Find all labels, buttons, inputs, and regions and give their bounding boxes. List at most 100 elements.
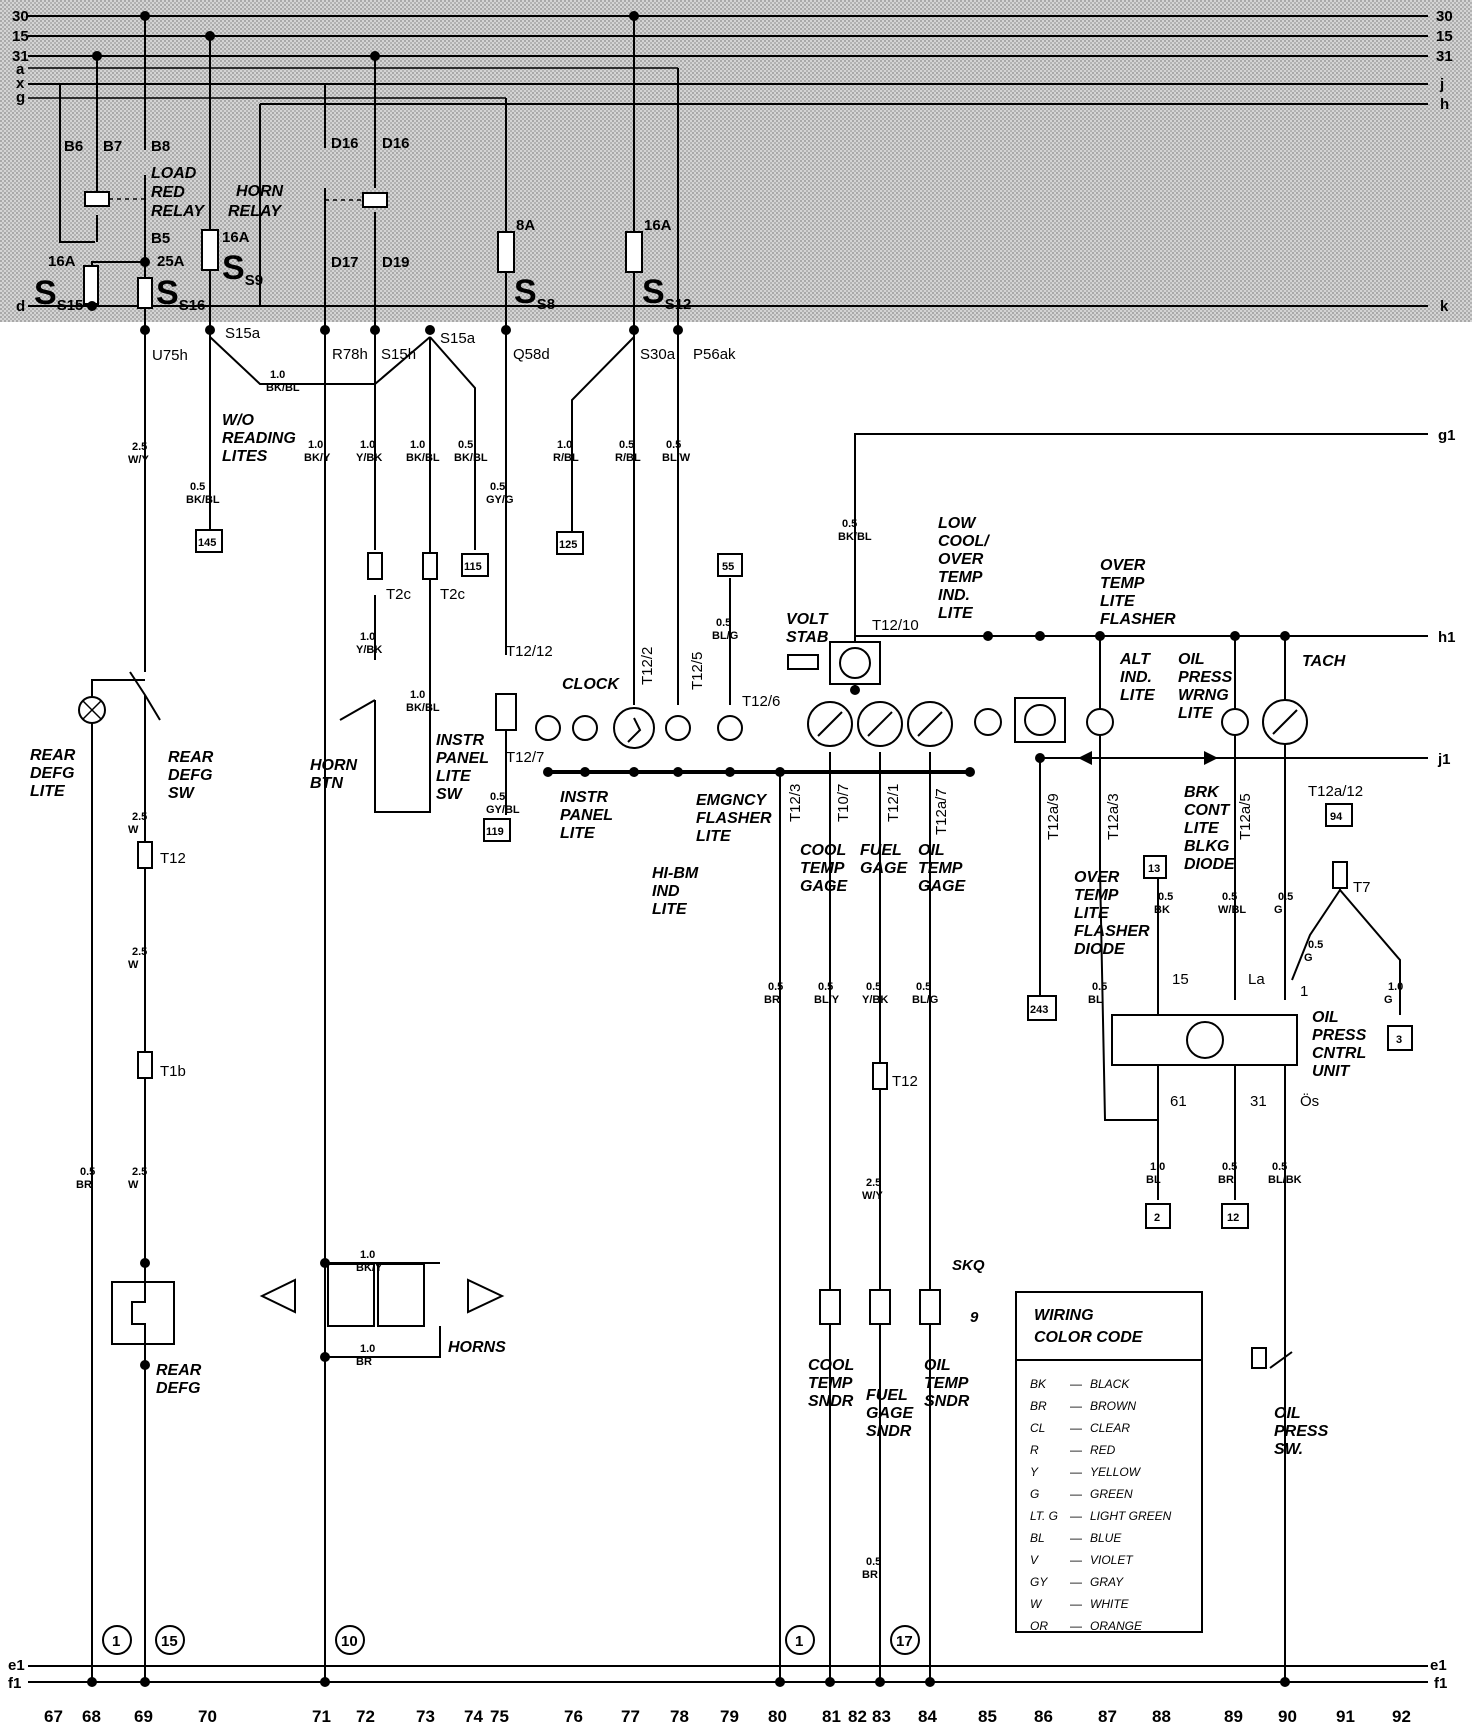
legend-color-name: ORANGE [1090, 1619, 1143, 1633]
svg-text:0.5BK/BL: 0.5BK/BL [186, 481, 220, 506]
svg-text:79: 79 [720, 1707, 739, 1726]
bus-labels-right: 30 15 31 j h k [1436, 8, 1453, 315]
legend-code: BR [1030, 1399, 1047, 1413]
svg-text:T12/12: T12/12 [506, 643, 553, 660]
svg-text:0.5BL/BK: 0.5BL/BK [1268, 1161, 1302, 1186]
reference-boxes: 145 115 125 55 119 243 13 94 3 2 12 [195, 529, 1413, 1229]
svg-text:15: 15 [1172, 971, 1189, 988]
svg-text:T2c: T2c [386, 586, 412, 603]
legend-code: Y [1030, 1465, 1039, 1479]
component-symbols [78, 552, 1348, 1370]
svg-text:2.5W: 2.5W [128, 946, 147, 971]
svg-text:0.5GY/BL: 0.5GY/BL [486, 791, 520, 816]
svg-text:1.0BK/BL: 1.0BK/BL [406, 689, 440, 714]
legend-code: CL [1030, 1421, 1045, 1435]
svg-text:85: 85 [978, 1707, 997, 1726]
legend-dash: — [1070, 1575, 1082, 1589]
rear-defg-element [111, 1281, 175, 1345]
svg-text:30: 30 [1436, 8, 1453, 25]
svg-text:25A: 25A [157, 253, 185, 270]
svg-text:90: 90 [1278, 1707, 1297, 1726]
svg-text:B6: B6 [64, 138, 83, 155]
svg-text:80: 80 [768, 1707, 787, 1726]
svg-text:T12a/7: T12a/7 [933, 788, 950, 835]
svg-text:B5: B5 [151, 230, 170, 247]
svg-text:Q58d: Q58d [513, 346, 550, 363]
svg-text:0.5BK: 0.5BK [1154, 891, 1173, 916]
svg-text:1.0Y/BK: 1.0Y/BK [356, 439, 382, 464]
svg-text:69: 69 [134, 1707, 153, 1726]
svg-text:1.0Y/BK: 1.0Y/BK [356, 631, 382, 656]
svg-text:115: 115 [464, 561, 482, 573]
instr-panel-lite-bulb-1 [535, 715, 561, 741]
svg-text:16A: 16A [48, 253, 76, 270]
svg-text:89: 89 [1224, 1707, 1243, 1726]
svg-text:S15h: S15h [381, 346, 416, 363]
svg-text:74: 74 [464, 1707, 483, 1726]
svg-text:2.5W/Y: 2.5W/Y [862, 1177, 883, 1202]
svg-text:0.5GY/G: 0.5GY/G [486, 481, 514, 506]
legend-code: OR [1030, 1619, 1048, 1633]
bus-lines [28, 15, 1428, 307]
svg-text:La: La [1248, 971, 1265, 988]
legend-dash: — [1070, 1465, 1082, 1479]
svg-text:Ös: Ös [1300, 1092, 1319, 1110]
svg-text:0.5BR: 0.5BR [1218, 1161, 1237, 1186]
svg-text:e1: e1 [1430, 1657, 1447, 1674]
emgncy-bulb [717, 715, 743, 741]
legend-dash: — [1070, 1443, 1082, 1457]
svg-text:15: 15 [161, 1633, 178, 1650]
svg-text:e1: e1 [8, 1657, 25, 1674]
svg-text:T10/7: T10/7 [835, 784, 852, 822]
legend-code: LT. G [1030, 1509, 1058, 1523]
svg-text:T12/3: T12/3 [787, 784, 804, 822]
svg-text:81: 81 [822, 1707, 841, 1726]
svg-text:17: 17 [896, 1633, 913, 1650]
legend-dash: — [1070, 1421, 1082, 1435]
connector-labels: T2c T2c T12/12 T12/7 T12/2 T12/5 T12/6 T… [160, 586, 1371, 1090]
svg-text:83: 83 [872, 1707, 891, 1726]
svg-text:h: h [1440, 96, 1449, 113]
legend-code: BK [1030, 1377, 1047, 1391]
svg-text:243: 243 [1030, 1004, 1048, 1016]
legend-dash: — [1070, 1487, 1082, 1501]
svg-text:j1: j1 [1437, 751, 1451, 768]
svg-text:SKQ: SKQ [952, 1257, 985, 1274]
bus-label-30: 30 [12, 8, 29, 25]
svg-text:T12/10: T12/10 [872, 617, 919, 634]
svg-text:S30a: S30a [640, 346, 676, 363]
svg-text:1.0BK/BL: 1.0BK/BL [266, 369, 300, 394]
svg-text:15: 15 [1436, 28, 1453, 45]
legend-dash: — [1070, 1509, 1082, 1523]
legend-color-name: RED [1090, 1443, 1116, 1457]
legend-rows: BK—BLACKBR—BROWNCL—CLEARR—REDY—YELLOWG—G… [1030, 1377, 1172, 1633]
svg-text:T1b: T1b [160, 1063, 186, 1080]
svg-text:8A: 8A [516, 217, 535, 234]
svg-text:TACH: TACH [1302, 653, 1346, 670]
legend-color-name: BLACK [1090, 1377, 1130, 1391]
svg-text:0.5R/BL: 0.5R/BL [615, 439, 641, 464]
svg-text:S15a: S15a [225, 325, 261, 342]
svg-text:0.5BL/G: 0.5BL/G [912, 981, 938, 1006]
svg-text:67: 67 [44, 1707, 63, 1726]
svg-text:R78h: R78h [332, 346, 368, 363]
svg-text:125: 125 [559, 539, 577, 551]
svg-text:f1: f1 [8, 1675, 21, 1692]
svg-text:HORNS: HORNS [448, 1339, 506, 1356]
svg-text:119: 119 [486, 826, 504, 838]
svg-text:10: 10 [341, 1633, 358, 1650]
svg-text:1.0G: 1.0G [1384, 981, 1403, 1006]
bus-label-15: 15 [12, 28, 29, 45]
svg-text:0.5BL: 0.5BL [1088, 981, 1107, 1006]
column-numbers: 67 68 69 70 71 72 73 74 75 76 77 78 79 8… [44, 1707, 1411, 1726]
svg-text:78: 78 [670, 1707, 689, 1726]
